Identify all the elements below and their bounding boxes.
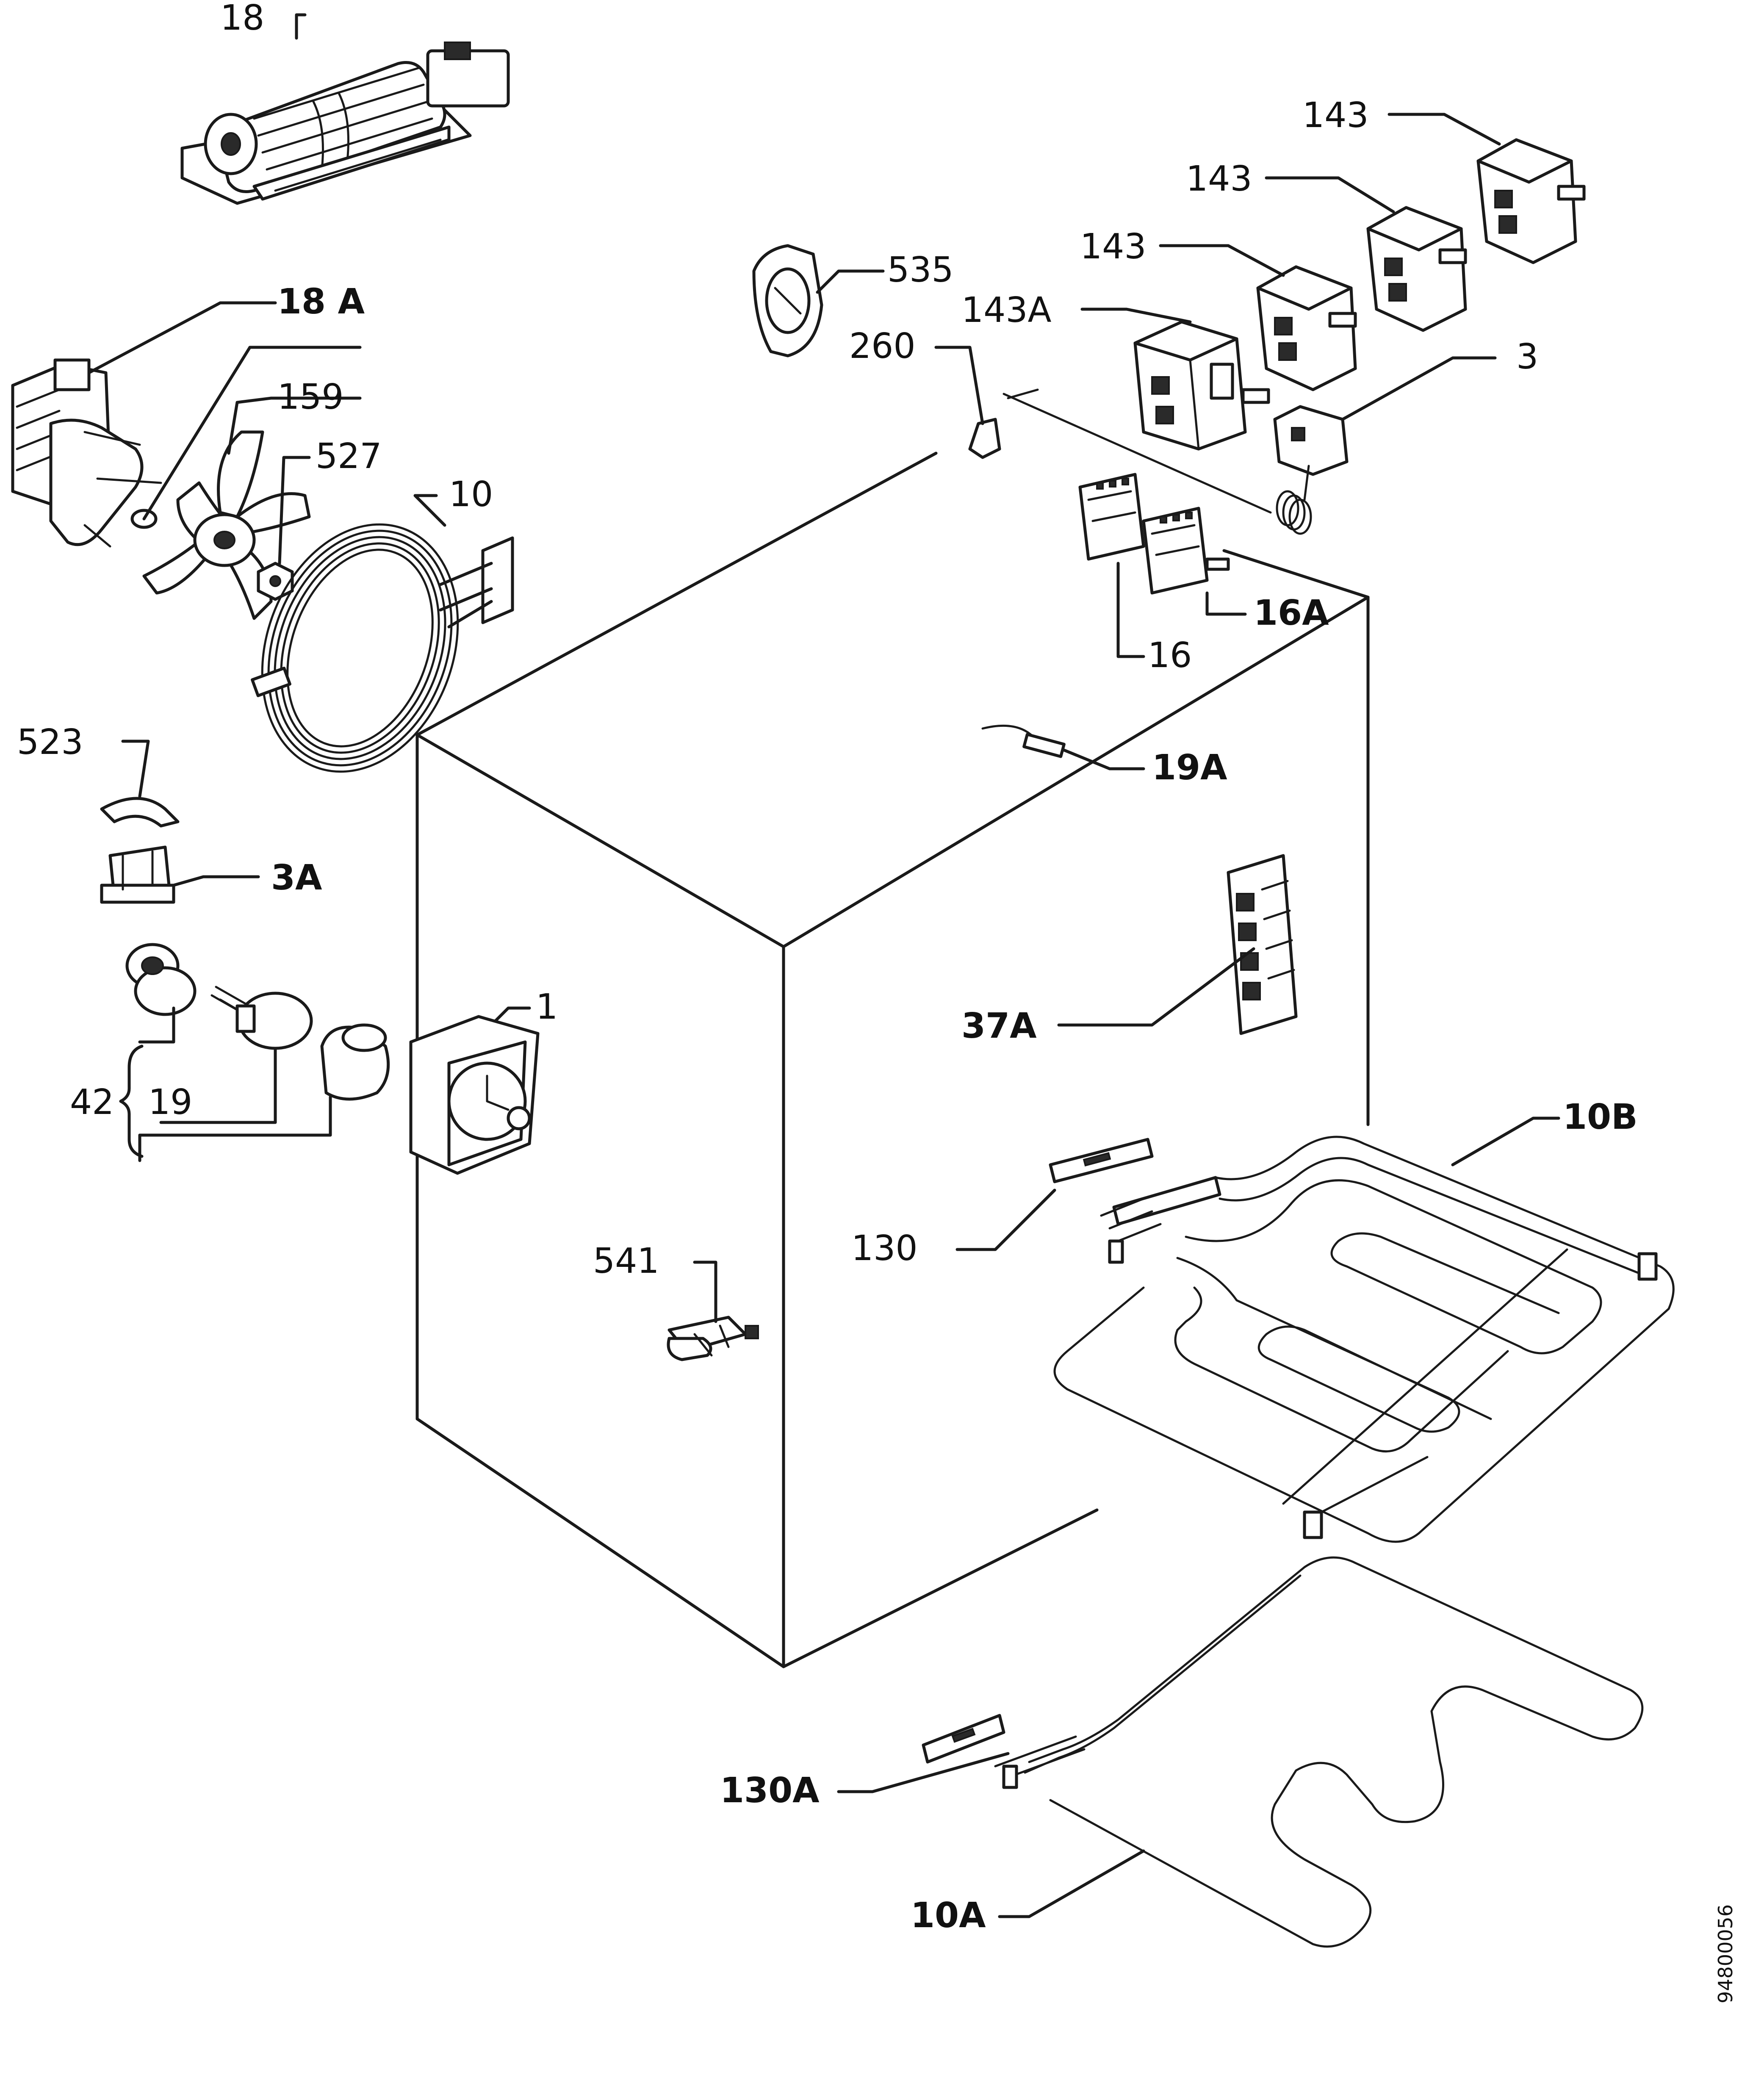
label-18A: 18 A xyxy=(277,282,365,322)
leader-16 xyxy=(1116,562,1145,658)
leader-19A xyxy=(1061,748,1145,770)
leader-143A xyxy=(1080,308,1192,324)
part-1-timer xyxy=(409,1015,540,1175)
part-541-door-switch xyxy=(667,1316,759,1361)
label-260: 260 xyxy=(849,326,916,366)
label-42: 42 xyxy=(70,1082,114,1122)
part-260-clip xyxy=(968,418,1001,459)
part-42-lamp-socket xyxy=(125,943,197,1016)
part-159-fan-blade xyxy=(142,430,311,620)
part-10-circular-element xyxy=(251,523,514,773)
label-535: 535 xyxy=(887,250,954,290)
label-10B: 10B xyxy=(1563,1097,1638,1137)
leader-42-cover xyxy=(138,1095,332,1137)
part-143-switch-2 xyxy=(1366,206,1467,332)
part-523-clip xyxy=(100,797,180,828)
label-541: 541 xyxy=(593,1241,659,1281)
label-37A: 37A xyxy=(961,1006,1037,1046)
leader-130A xyxy=(837,1752,1010,1793)
part-535-knob xyxy=(752,244,823,357)
leader-159-washer xyxy=(142,346,362,521)
label-10A: 10A xyxy=(911,1895,986,1936)
label-1: 1 xyxy=(536,987,558,1027)
part-143-switch-3 xyxy=(1476,138,1586,264)
part-18A-fan-motor xyxy=(11,358,162,548)
label-143A: 143A xyxy=(961,290,1052,330)
part-3A-lamp-holder xyxy=(100,845,175,904)
label-10: 10 xyxy=(449,474,493,515)
leader-535 xyxy=(816,269,885,294)
part-3-thermostat xyxy=(1003,388,1349,535)
label-159: 159 xyxy=(277,377,344,417)
part-143-switch-1 xyxy=(1256,265,1357,391)
label-523: 523 xyxy=(17,722,83,762)
label-16A: 16A xyxy=(1254,593,1329,633)
leader-143-3 xyxy=(1388,113,1501,146)
leader-130 xyxy=(955,1189,1056,1251)
drawing-code: 94800056 xyxy=(1714,1904,1737,2003)
part-16A-terminal-block xyxy=(1142,507,1230,595)
brace-42 xyxy=(119,1044,144,1158)
label-143-2: 143 xyxy=(1186,159,1252,199)
leader-19 xyxy=(159,1047,277,1124)
leader-523 xyxy=(121,740,150,798)
leader-541 xyxy=(693,1261,717,1323)
part-16-terminal-block xyxy=(1078,473,1145,561)
part-143A-switch xyxy=(1133,320,1270,451)
part-37A-terminal-strip xyxy=(1227,854,1298,1035)
leader-1 xyxy=(494,1006,531,1022)
label-19A: 19A xyxy=(1152,748,1227,788)
label-19: 19 xyxy=(148,1082,192,1122)
label-3: 3 xyxy=(1516,337,1538,377)
part-10B-grill-element xyxy=(1049,1136,1675,1543)
label-130A: 130A xyxy=(720,1770,820,1811)
part-42-lamp-cover xyxy=(320,1023,390,1101)
leader-42-socket xyxy=(138,1006,175,1044)
label-143-3: 143 xyxy=(1302,95,1369,136)
part-18-tangential-fan xyxy=(180,42,510,205)
leader-18 xyxy=(295,13,307,40)
leader-16A xyxy=(1205,591,1247,616)
label-3A: 3A xyxy=(271,858,322,898)
leader-143-2 xyxy=(1265,176,1395,213)
leader-10A xyxy=(998,1849,1145,1918)
label-18: 18 xyxy=(220,0,264,38)
label-527: 527 xyxy=(316,436,382,477)
leader-18A xyxy=(87,301,277,374)
oven-cabinet xyxy=(415,452,1370,1668)
leader-260 xyxy=(934,346,984,425)
leader-143-1 xyxy=(1159,244,1285,277)
leader-37A xyxy=(1057,947,1255,1027)
part-527-nut xyxy=(257,562,294,601)
leader-159 xyxy=(227,396,362,455)
part-10A-bottom-element xyxy=(922,1556,1644,1948)
label-130: 130 xyxy=(851,1228,918,1269)
leader-10B xyxy=(1451,1116,1560,1166)
label-143-1: 143 xyxy=(1080,227,1147,267)
leader-3 xyxy=(1341,356,1497,421)
label-16: 16 xyxy=(1148,635,1192,676)
leader-3A xyxy=(172,875,260,887)
leader-10 xyxy=(413,494,446,527)
part-19-lamp-bulb xyxy=(210,986,313,1050)
leader-527 xyxy=(278,456,311,565)
